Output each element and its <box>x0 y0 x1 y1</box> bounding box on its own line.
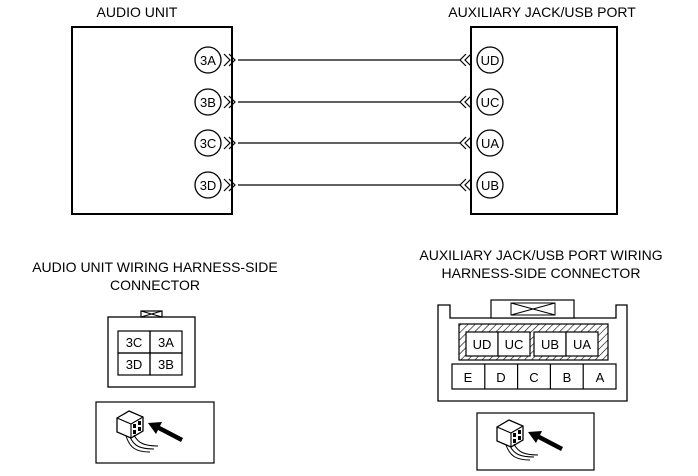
audio-connector-view-icon <box>95 401 215 464</box>
audio-connector-caption-line1: AUDIO UNIT WIRING HARNESS-SIDE <box>32 259 278 275</box>
aux-connector-face: UD UC UB UA E D C B A <box>437 299 628 402</box>
audio-pin-3c: 3C <box>126 335 143 350</box>
terminal-uc-label: UC <box>481 95 500 110</box>
aux-pin-b: B <box>563 370 572 385</box>
aux-usb-port-title: AUXILIARY JACK/USB PORT <box>448 4 636 20</box>
audio-pin-3d: 3D <box>126 357 143 372</box>
connector-chevrons-right <box>459 53 472 192</box>
audio-unit-terminals: 3A 3B 3C 3D <box>194 46 236 199</box>
audio-pin-3a: 3A <box>158 335 174 350</box>
aux-pin-e: E <box>464 370 473 385</box>
terminal-ub <box>476 171 504 199</box>
aux-pin-ud: UD <box>473 337 492 352</box>
aux-pin-uc: UC <box>505 337 524 352</box>
terminal-ub-label: UB <box>481 178 499 193</box>
terminal-3d <box>194 171 222 199</box>
arrow-icon <box>148 422 183 442</box>
audio-connector-caption-line2: CONNECTOR <box>110 277 200 293</box>
audio-pin-3b: 3B <box>158 357 174 372</box>
audio-connector-face: 3C 3A 3D 3B <box>107 310 196 388</box>
terminal-3b <box>194 88 222 116</box>
audio-unit-box <box>71 26 233 215</box>
terminal-3c-label: 3C <box>200 136 217 151</box>
terminal-uc <box>476 88 504 116</box>
aux-connector-caption-line2: HARNESS-SIDE CONNECTOR <box>442 265 641 281</box>
terminal-3b-label: 3B <box>200 95 216 110</box>
aux-connector-view-icon <box>476 412 595 471</box>
aux-usb-port-box <box>470 26 618 215</box>
aux-pin-ub: UB <box>541 337 559 352</box>
aux-pin-a: A <box>596 370 605 385</box>
aux-usb-terminals: UD UC UA UB <box>459 46 504 199</box>
terminal-ua-label: UA <box>481 136 499 151</box>
terminal-ud-label: UD <box>481 53 500 68</box>
terminal-3a <box>194 46 222 74</box>
terminal-3a-label: 3A <box>200 53 216 68</box>
aux-connector-caption-line1: AUXILIARY JACK/USB PORT WIRING <box>419 247 662 263</box>
terminal-ud <box>476 46 504 74</box>
aux-pin-c: C <box>529 370 538 385</box>
aux-pin-d: D <box>496 370 505 385</box>
terminal-3c <box>194 129 222 157</box>
aux-pin-ua: UA <box>573 337 591 352</box>
audio-pin-cell <box>149 352 183 376</box>
aux-connector-housing <box>437 304 628 402</box>
wires <box>238 59 460 186</box>
terminal-3d-label: 3D <box>200 178 217 193</box>
terminal-ua <box>476 129 504 157</box>
audio-unit-title: AUDIO UNIT <box>97 4 178 20</box>
connector-chevrons-left <box>223 53 236 192</box>
arrow-icon <box>528 431 563 451</box>
aux-connector-bottom-row <box>451 363 617 390</box>
